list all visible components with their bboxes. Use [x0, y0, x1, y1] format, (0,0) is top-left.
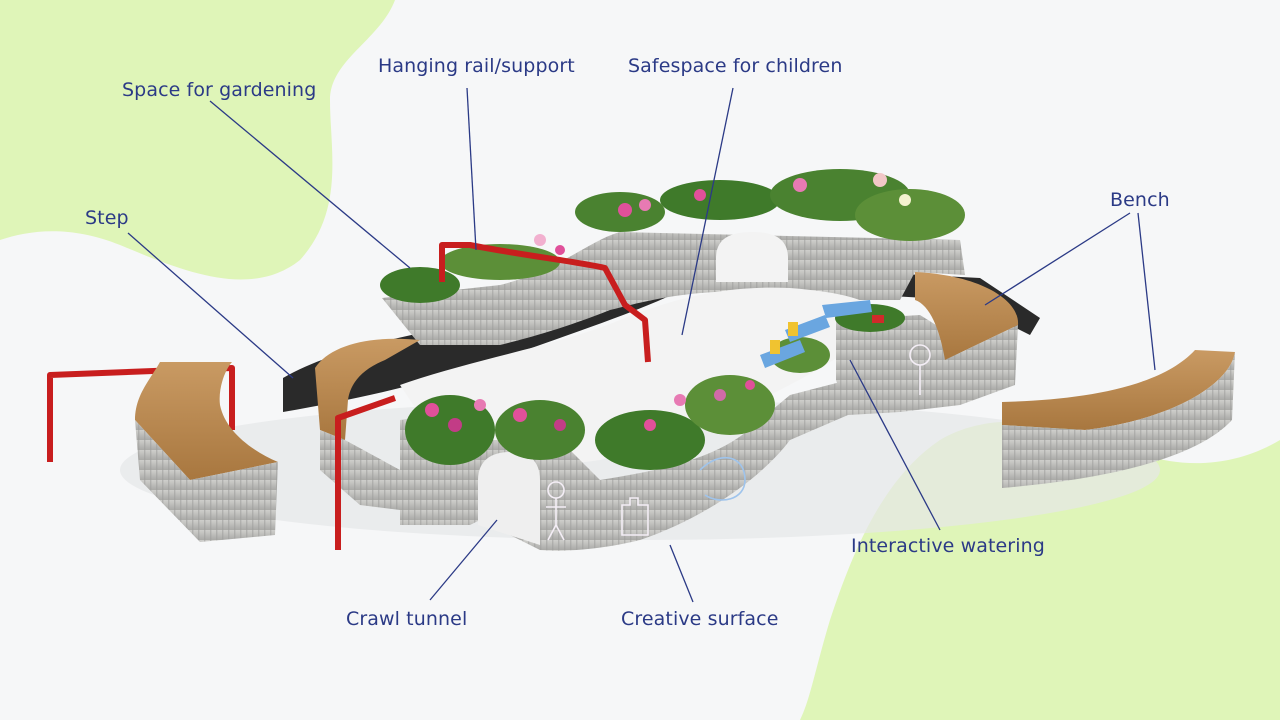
- leader-line-watering: [849, 359, 941, 531]
- back-arch-tunnel: [716, 232, 788, 282]
- label-creative-surface: Creative surface: [621, 608, 779, 630]
- leader-lines: [127, 87, 1156, 603]
- leader-line-bench-1: [984, 212, 1131, 306]
- right-planter: [836, 315, 960, 415]
- label-step: Step: [85, 207, 129, 229]
- label-safespace-for-children: Safespace for children: [628, 55, 843, 77]
- hanging-rail: [47, 242, 651, 550]
- leader-line-step: [127, 232, 294, 379]
- label-crawl-tunnel: Crawl tunnel: [346, 608, 468, 630]
- chalk-drawings: [546, 344, 931, 541]
- back-planter-wall: [382, 232, 965, 345]
- standalone-bench-right-base: [1002, 352, 1235, 488]
- interactive-watering-device: [760, 300, 884, 368]
- standalone-bench-left-base: [135, 420, 278, 542]
- right-bench-seat: [915, 272, 1019, 360]
- standalone-bench-left-seat: [135, 362, 278, 480]
- label-interactive-watering: Interactive watering: [851, 535, 1045, 557]
- front-flower-bed: [405, 304, 905, 470]
- standalone-bench-right-seat: [1002, 350, 1235, 430]
- background-blob-top-left: [0, 0, 395, 280]
- leader-line-creative: [669, 544, 694, 603]
- label-hanging-rail-support: Hanging rail/support: [378, 55, 575, 77]
- crawl-tunnel-opening: [478, 452, 540, 545]
- label-bench: Bench: [1110, 189, 1170, 211]
- leader-line-gardening: [209, 100, 411, 269]
- leader-line-tunnel: [429, 519, 498, 601]
- leader-line-rail: [466, 87, 477, 251]
- right-bench-base: [945, 325, 1018, 405]
- label-space-for-gardening: Space for gardening: [122, 79, 317, 101]
- leader-line-safespace: [681, 87, 734, 336]
- leader-line-bench-2: [1137, 212, 1156, 371]
